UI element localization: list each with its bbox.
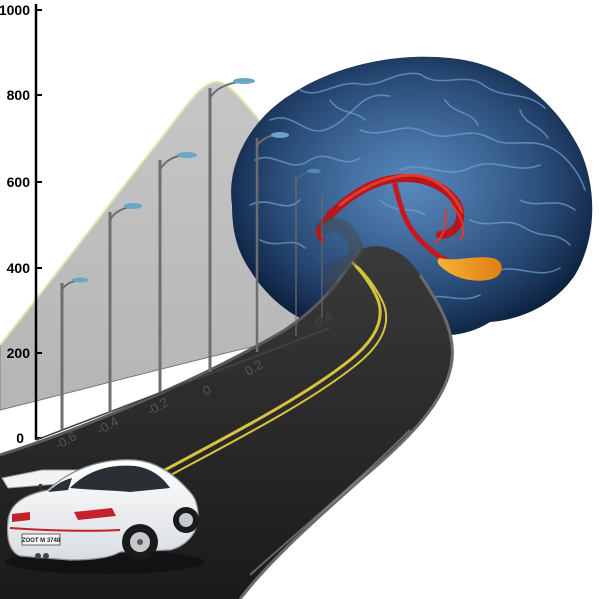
y-tick-1000: 1000 <box>0 2 30 18</box>
x-axis <box>35 327 331 441</box>
street-lamp-icon <box>295 168 321 336</box>
license-plate <box>21 533 61 546</box>
sports-car-icon: ZOOT M 3748 <box>1 459 205 574</box>
street-lamp-icon <box>158 152 197 392</box>
y-tick-200: 200 <box>7 345 31 361</box>
center-line <box>149 260 382 480</box>
y-tick-400: 400 <box>7 260 31 276</box>
street-lamp-icon <box>108 203 142 412</box>
street-lamps <box>60 78 323 430</box>
license-plate-text: ZOOT M 3748 <box>22 538 61 544</box>
y-tick-800: 800 <box>7 87 31 103</box>
amygdala-pathway <box>315 173 465 265</box>
y-tick-0: 0 <box>16 430 24 446</box>
hippocampus <box>437 257 502 281</box>
street-lamp-icon <box>60 277 88 430</box>
y-tick-600: 600 <box>7 174 31 190</box>
street-lamp-icon <box>255 132 289 352</box>
road-into-brain <box>315 217 363 295</box>
y-axis-ticks <box>36 9 42 439</box>
street-lamp-icon <box>208 78 255 372</box>
car-stripe <box>9 527 121 532</box>
